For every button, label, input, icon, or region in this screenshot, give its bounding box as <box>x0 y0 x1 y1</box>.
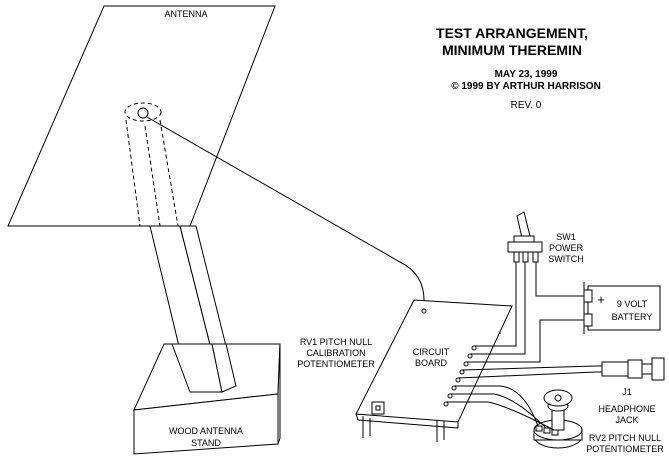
battery-label-line-1: 9 VOLT <box>617 299 648 309</box>
wiring <box>446 262 597 431</box>
board-label-line-2: BOARD <box>415 358 448 368</box>
title-line-2: MINIMUM THEREMIN <box>442 42 582 58</box>
rv1-label-line-1: RV1 PITCH NULL <box>300 337 372 347</box>
rv2-label-line-2: POTENTIOMETER <box>586 444 664 454</box>
copyright-label: © 1999 BY ARTHUR HARRISON <box>451 81 601 92</box>
j1-label-line-1: J1 <box>622 387 632 397</box>
rv1-label-line-2: CALIBRATION <box>306 348 365 358</box>
sw1-label-line-1: SW1 <box>556 232 576 242</box>
title-line-1: TEST ARRANGEMENT, <box>436 25 588 41</box>
j1-label-line-2: HEADPHONE <box>598 404 655 414</box>
antenna-plate <box>7 5 276 227</box>
battery-label-line-2: BATTERY <box>612 312 653 322</box>
wood-antenna-stand <box>133 343 281 455</box>
antenna-wire <box>146 116 425 308</box>
rv2-potentiometer <box>533 389 583 449</box>
headphone-jack <box>596 357 665 381</box>
sw1-label-line-2: POWER <box>549 243 584 253</box>
rv1-label-line-3: POTENTIOMETER <box>297 359 375 369</box>
battery-plus-label: + <box>597 292 605 307</box>
battery-9v <box>583 282 661 334</box>
board-label-line-1: CIRCUIT <box>413 347 450 357</box>
revision-label: REV. 0 <box>511 100 542 111</box>
power-switch <box>507 211 543 263</box>
j1-label-line-3: JACK <box>615 415 638 425</box>
circuit-board <box>355 299 513 442</box>
sw1-label-line-3: SWITCH <box>548 254 584 264</box>
stand-label-line-2: STAND <box>191 438 221 448</box>
date-label: MAY 23, 1999 <box>495 69 558 80</box>
stand-label-line-1: WOOD ANTENNA <box>169 426 243 436</box>
antenna-label: ANTENNA <box>164 9 207 19</box>
rv2-label-line-1: RV2 PITCH NULL <box>589 433 661 443</box>
